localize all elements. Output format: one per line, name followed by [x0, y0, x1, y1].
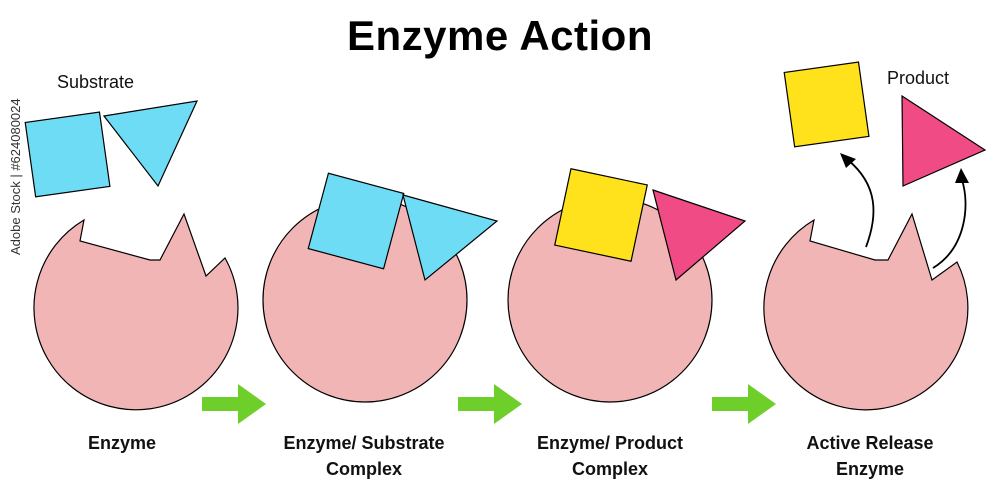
stage-label-active-release-enzyme: Active Release Enzyme	[750, 430, 990, 482]
stage-label-enzyme-substrate-complex: Enzyme/ Substrate Complex	[244, 430, 484, 482]
stage-label-line1: Enzyme/ Substrate	[283, 433, 445, 453]
stage-label-line2: Complex	[325, 459, 403, 479]
product-label: Product	[887, 68, 950, 88]
substrate-square	[24, 111, 111, 198]
substrate-label: Substrate	[57, 72, 135, 92]
stage-label-line2: Complex	[571, 459, 649, 479]
stage-label-line1: Active Release	[806, 433, 934, 453]
stage-label-line1: Enzyme	[87, 433, 157, 453]
release-arrowhead-left	[840, 153, 856, 168]
release-arrow-right	[932, 179, 967, 269]
substrate-triangle	[402, 194, 499, 282]
release-arrowhead-right	[955, 168, 969, 183]
stage-label-line2: Enzyme	[835, 459, 905, 479]
enzyme-body	[33, 212, 239, 411]
stage-1-enzyme	[24, 100, 239, 411]
process-arrow-3	[712, 384, 776, 424]
enzyme-body	[763, 212, 969, 411]
stage-4-active-release-enzyme	[763, 61, 987, 411]
substrate-triangle	[102, 100, 199, 188]
release-arrow-left	[847, 159, 875, 248]
product-square	[554, 168, 648, 262]
stage-2-enzyme-substrate-complex	[262, 172, 499, 403]
stage-label-enzyme: Enzyme	[2, 430, 242, 456]
substrate-square	[307, 172, 405, 270]
product-triangle	[652, 189, 747, 282]
diagram-title: Enzyme Action	[347, 12, 653, 59]
stage-label-enzyme-product-complex: Enzyme/ Product Complex	[490, 430, 730, 482]
stage-3-enzyme-product-complex	[507, 168, 747, 403]
process-arrow-1	[202, 384, 266, 424]
process-arrow-2	[458, 384, 522, 424]
stage-label-line1: Enzyme/ Product	[536, 433, 684, 453]
stock-watermark: Adobe Stock | #624080024	[8, 98, 23, 255]
product-square	[783, 61, 870, 148]
product-triangle	[901, 94, 987, 187]
